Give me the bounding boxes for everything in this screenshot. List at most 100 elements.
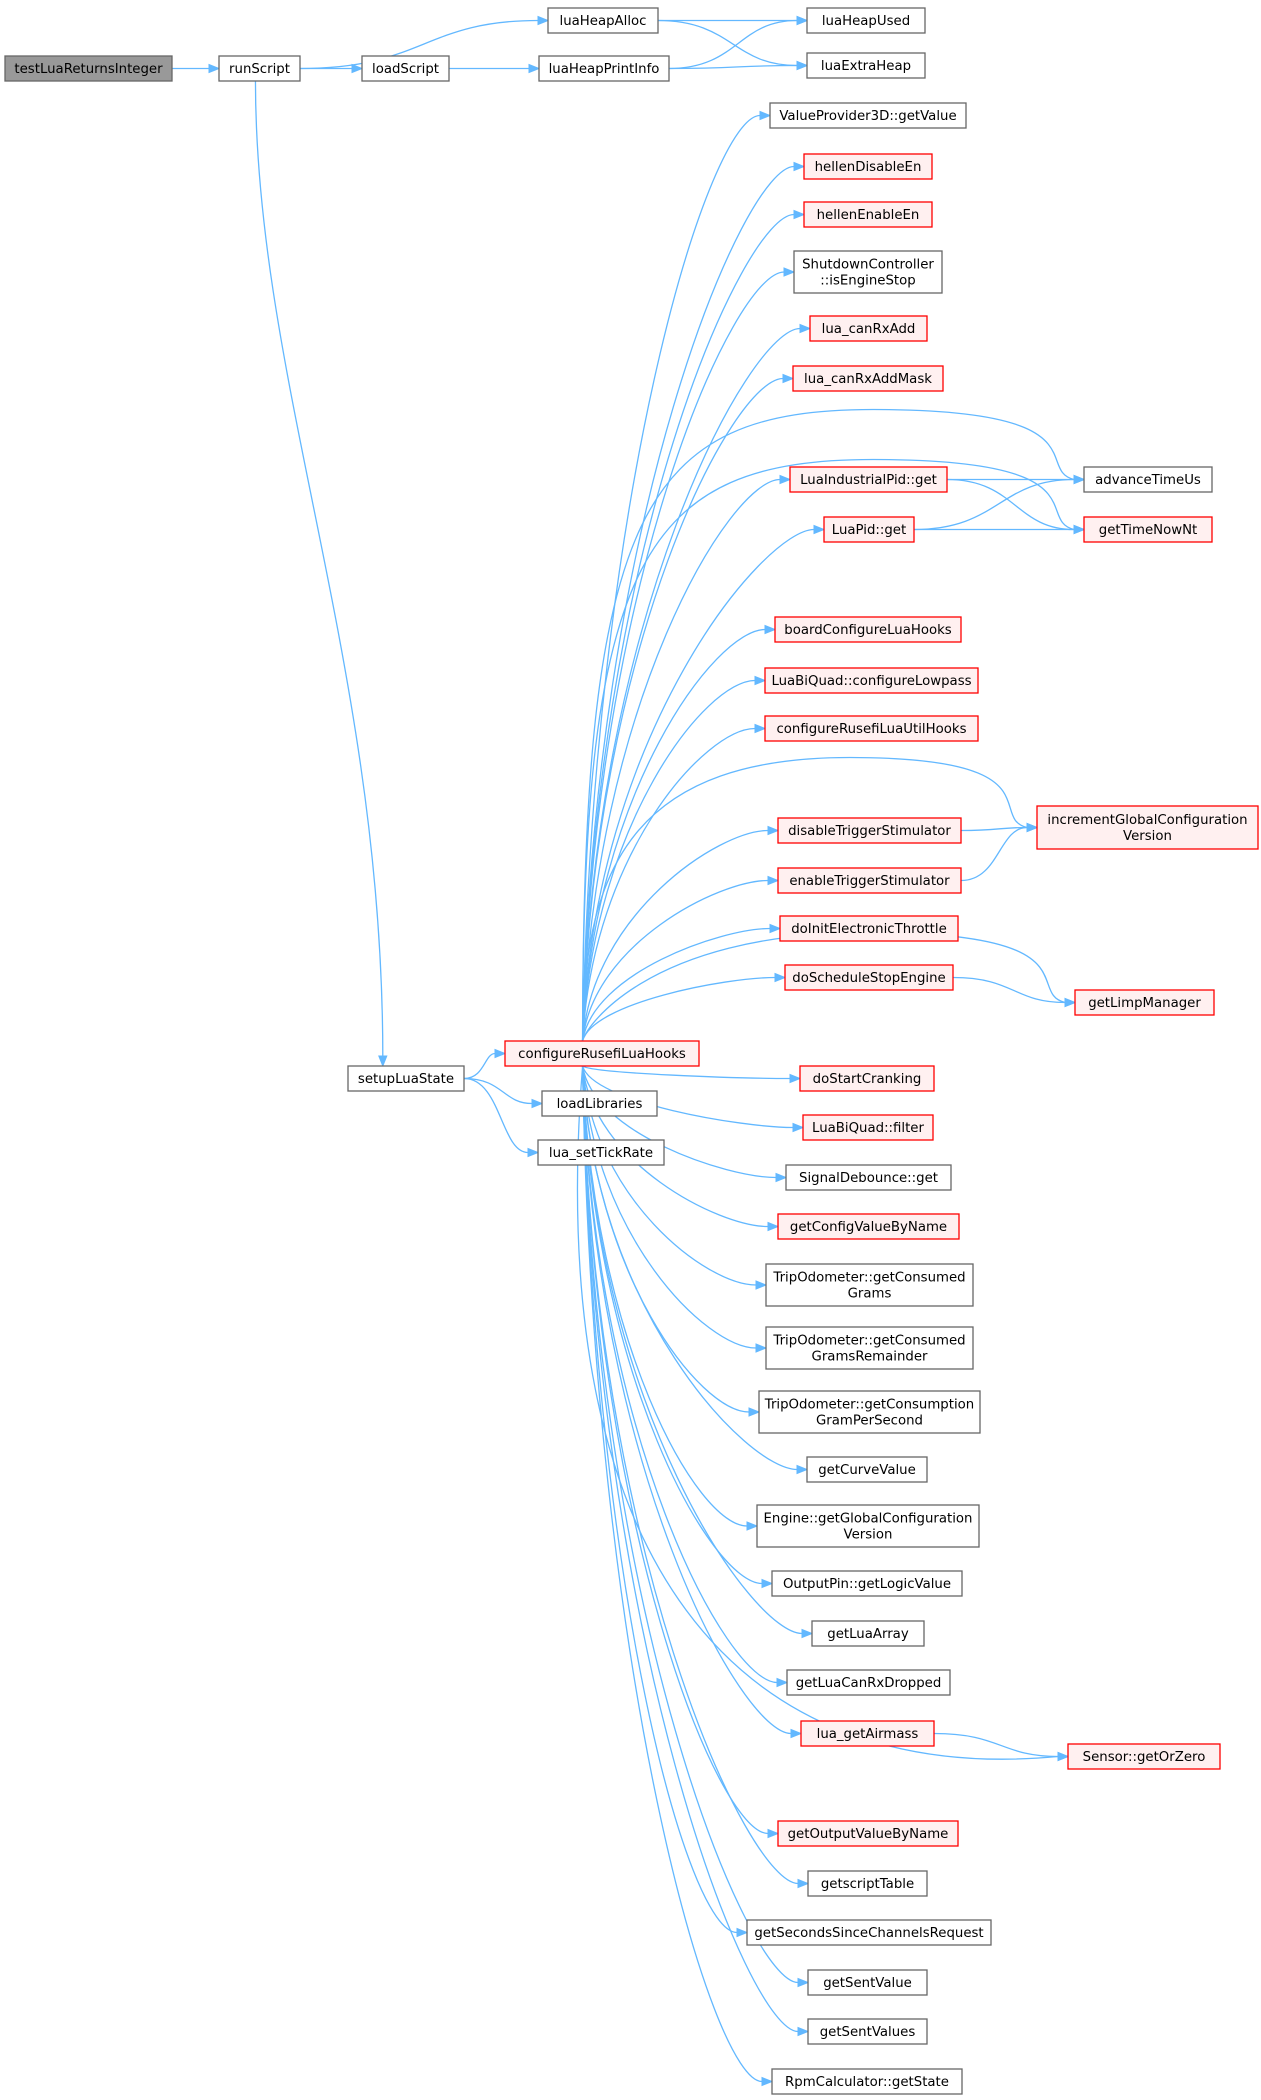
node-configure-rusefi-lua-util-hooks[interactable]: configureRusefiLuaUtilHooks <box>764 715 979 742</box>
node-hellen-disable-en[interactable]: hellenDisableEn <box>803 153 933 180</box>
edge-arrowhead <box>776 1677 789 1688</box>
node-label: doInitElectronicThrottle <box>791 922 947 937</box>
node-load-libraries[interactable]: loadLibraries <box>541 1090 658 1117</box>
node-trip-consumption[interactable]: TripOdometer::getConsumptionGramPerSecon… <box>758 1390 981 1434</box>
node-label: luaHeapUsed <box>822 14 910 29</box>
node-label: ::isEngineStop <box>820 274 915 289</box>
edge-configure-rusefi-lua-hooks-to-board-configure-lua-hooks <box>581 624 777 1042</box>
node-get-sent-value[interactable]: getSentValue <box>807 1969 928 1996</box>
node-label: advanceTimeUs <box>1095 473 1201 488</box>
node-hellen-enable-en[interactable]: hellenEnableEn <box>803 201 933 228</box>
node-lua-industrial-pid[interactable]: LuaIndustrialPid::get <box>789 466 948 493</box>
edge-line <box>582 1065 791 1080</box>
node-shutdown-controller[interactable]: ShutdownController::isEngineStop <box>793 250 943 294</box>
edge-enable-trigger-stimulator-to-increment-global-configuration-version <box>960 822 1039 882</box>
node-layer: testLuaReturnsInteger runScript luaHeapAll… <box>4 7 1259 2095</box>
node-label: getLuaCanRxDropped <box>796 1676 942 1691</box>
node-label: GramsRemainder <box>812 1350 928 1365</box>
node-lua-heap-used[interactable]: luaHeapUsed <box>806 7 926 34</box>
node-get-lua-array[interactable]: getLuaArray <box>811 1620 925 1647</box>
edge-line <box>952 976 1066 1004</box>
edge-setup-lua-state-to-lua-set-tick-rate <box>463 1077 540 1158</box>
node-box <box>1083 466 1213 493</box>
node-board-configure-lua-hooks[interactable]: boardConfigureLuaHooks <box>774 616 962 643</box>
node-load-script[interactable]: loadScript <box>361 55 450 82</box>
node-setup-lua-state[interactable]: setupLuaState <box>347 1065 465 1092</box>
node-label: getscriptTable <box>821 1877 914 1892</box>
edge-configure-rusefi-lua-hooks-to-hellen-enable-en <box>581 209 806 1042</box>
node-get-sent-values[interactable]: getSentValues <box>807 2018 928 2045</box>
node-box <box>1067 1743 1221 1770</box>
node-box <box>765 1326 974 1370</box>
node-label: incrementGlobalConfiguration <box>1047 813 1247 828</box>
edge-line <box>581 1065 763 2083</box>
edge-configure-rusefi-lua-hooks-to-get-seconds-since-channels-request <box>581 1065 749 1938</box>
node-lua-can-rx-add[interactable]: lua_canRxAdd <box>809 315 928 342</box>
node-get-time-now-nt[interactable]: getTimeNowNt <box>1083 516 1213 543</box>
node-lua-bi-quad-filter[interactable]: LuaBiQuad::filter <box>802 1114 934 1141</box>
node-box <box>807 2018 928 2045</box>
node-label: LuaBiQuad::filter <box>812 1121 924 1136</box>
node-enable-trigger-stimulator[interactable]: enableTriggerStimulator <box>777 867 962 894</box>
node-get-output-value-by-name[interactable]: getOutputValueByName <box>777 1820 959 1847</box>
node-rpm-calculator-get-state[interactable]: RpmCalculator::getState <box>771 2068 963 2095</box>
edge-arrowhead <box>528 63 541 74</box>
node-lua-pid[interactable]: LuaPid::get <box>823 516 915 543</box>
node-lua-can-rx-add-mask[interactable]: lua_canRxAddMask <box>792 365 944 392</box>
edge-setup-lua-state-to-load-libraries <box>463 1077 544 1109</box>
edge-do-schedule-stop-engine-to-get-limp-manager <box>952 976 1077 1008</box>
node-label: luaHeapPrintInfo <box>549 62 660 77</box>
node-output-pin-logic[interactable]: OutputPin::getLogicValue <box>771 1570 963 1597</box>
edge-arrowhead <box>797 1878 810 1889</box>
edge-lua-heap-print-info-to-lua-extra-heap <box>668 60 809 71</box>
node-box <box>806 52 926 79</box>
node-run-script[interactable]: runScript <box>218 55 301 82</box>
node-value-provider3-d[interactable]: ValueProvider3D::getValue <box>769 102 967 129</box>
node-get-lua-can-rx-dropped[interactable]: getLuaCanRxDropped <box>786 1669 951 1696</box>
node-test-lua-returns-integer[interactable]: testLuaReturnsInteger <box>4 55 173 82</box>
edge-line <box>668 64 798 70</box>
node-do-init-electronic-throttle[interactable]: doInitElectronicThrottle <box>779 915 959 942</box>
node-lua-heap-print-info[interactable]: luaHeapPrintInfo <box>538 55 670 82</box>
edge-configure-rusefi-lua-hooks-to-lua-bi-quad-filter <box>581 1065 805 1133</box>
edge-line <box>463 1077 533 1105</box>
edge-setup-lua-state-to-configure-rusefi-lua-hooks <box>463 1048 507 1080</box>
edge-arrowhead <box>767 875 780 886</box>
node-box <box>785 1164 952 1191</box>
node-get-config-value-by-name[interactable]: getConfigValueByName <box>777 1213 960 1240</box>
edge-arrowhead <box>527 1147 540 1158</box>
node-label: SignalDebounce::get <box>799 1171 938 1186</box>
node-label: lua_getAirmass <box>817 1727 919 1742</box>
node-get-seconds-since-channels-request[interactable]: getSecondsSinceChannelsRequest <box>746 1919 992 1946</box>
node-sensor-get-or-zero[interactable]: Sensor::getOrZero <box>1067 1743 1221 1770</box>
node-label: getSentValue <box>823 1976 912 1991</box>
node-get-curve-value[interactable]: getCurveValue <box>806 1456 928 1483</box>
node-do-start-cranking[interactable]: doStartCranking <box>799 1065 935 1092</box>
node-advance-time-us[interactable]: advanceTimeUs <box>1083 466 1213 493</box>
node-get-limp-manager[interactable]: getLimpManager <box>1074 989 1215 1016</box>
node-getscript-table[interactable]: getscriptTable <box>807 1870 928 1897</box>
edge-line <box>581 976 776 1042</box>
node-signal-debounce[interactable]: SignalDebounce::get <box>785 1164 952 1191</box>
node-lua-get-airmass[interactable]: lua_getAirmass <box>800 1720 935 1747</box>
node-lua-extra-heap[interactable]: luaExtraHeap <box>806 52 926 79</box>
node-lua-heap-alloc[interactable]: luaHeapAlloc <box>547 7 659 34</box>
node-label: Engine::getGlobalConfiguration <box>764 1512 973 1527</box>
edge-configure-rusefi-lua-hooks-to-disable-trigger-stimulator <box>581 825 780 1042</box>
node-lua-set-tick-rate[interactable]: lua_setTickRate <box>537 1139 665 1166</box>
node-lua-bi-quad-lowpass[interactable]: LuaBiQuad::configureLowpass <box>764 667 979 694</box>
edge-arrowhead <box>813 524 826 535</box>
edge-line <box>581 458 1075 1042</box>
node-label: doStartCranking <box>813 1072 922 1087</box>
node-disable-trigger-stimulator[interactable]: disableTriggerStimulator <box>777 817 962 844</box>
node-configure-rusefi-lua-hooks[interactable]: configureRusefiLuaHooks <box>504 1040 700 1067</box>
edge-arrowhead <box>759 110 772 121</box>
node-do-schedule-stop-engine[interactable]: doScheduleStopEngine <box>784 964 954 991</box>
edge-arrowhead <box>793 209 806 220</box>
node-label: Version <box>844 1528 893 1543</box>
node-label: luaExtraHeap <box>821 59 911 74</box>
